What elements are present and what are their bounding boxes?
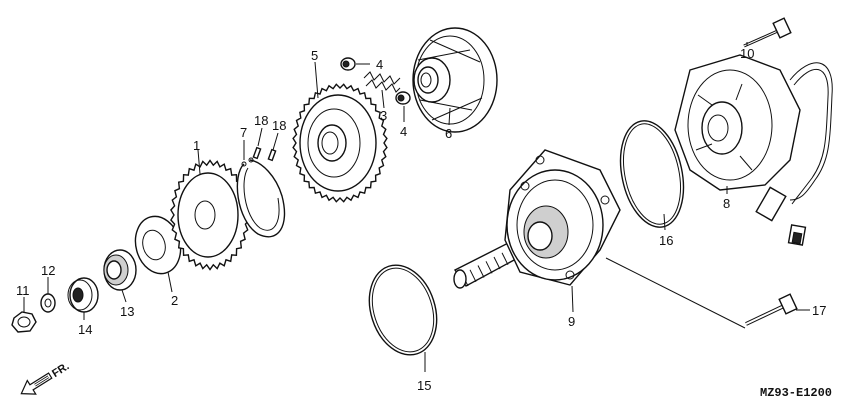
part-17-bolt	[745, 293, 798, 326]
part-11-nut	[11, 311, 37, 333]
callout-13: 13	[120, 304, 134, 319]
callout-9: 9	[568, 314, 575, 329]
callout-4a: 4	[376, 57, 383, 72]
callout-15: 15	[417, 378, 431, 393]
part-5-starter-clutch-outer	[292, 83, 388, 203]
fr-label: FR.	[50, 360, 71, 380]
part-8-cover-with-harness	[674, 54, 833, 246]
part-16-o-ring	[619, 120, 685, 228]
part-12-washer	[40, 293, 56, 313]
part-6-clutch-housing	[412, 27, 498, 133]
part-2-washer	[134, 215, 182, 275]
part-18-dowel-pins	[252, 146, 277, 162]
callout-7: 7	[240, 125, 247, 140]
callout-3: 3	[380, 108, 387, 123]
part-4-roller-b	[395, 91, 411, 105]
callout-11: 11	[16, 283, 30, 298]
leader-lines	[23, 42, 810, 372]
callout-5: 5	[311, 48, 318, 63]
part-3-spring	[363, 71, 401, 93]
part-10-bolt	[743, 17, 792, 48]
part-13-oil-seal	[103, 249, 137, 291]
part-4-roller-a	[340, 57, 356, 71]
part-7-circlip	[236, 157, 286, 238]
callout-6: 6	[445, 126, 452, 141]
front-direction-arrow: FR.	[20, 360, 71, 395]
callout-18b: 18	[272, 118, 286, 133]
part-9-shaft-housing	[453, 149, 621, 289]
part-1-driven-gear	[170, 159, 250, 271]
callout-2: 2	[171, 293, 178, 308]
callout-17: 17	[812, 303, 826, 318]
callout-18a: 18	[254, 113, 268, 128]
part-15-o-ring	[368, 264, 438, 356]
callout-14: 14	[78, 322, 92, 337]
callout-8: 8	[723, 196, 730, 211]
callout-10: 10	[740, 46, 754, 61]
callout-16: 16	[659, 233, 673, 248]
callout-12: 12	[41, 263, 55, 278]
callout-1: 1	[193, 138, 200, 153]
diagram-code: MZ93-E1200	[760, 386, 832, 400]
callout-4b: 4	[400, 124, 407, 139]
callout-labels: 1 2 3 4 4 5 6 7 8 9 10 11 12 13 14 15 16…	[16, 46, 826, 393]
part-14-bearing	[67, 277, 99, 313]
